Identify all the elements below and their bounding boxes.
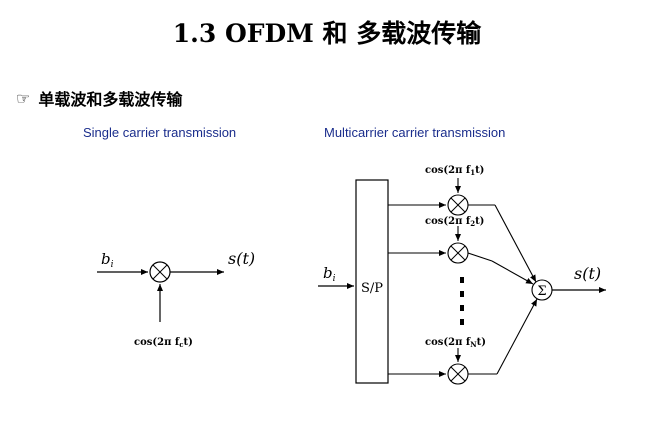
sum-symbol: Σ [537, 284, 546, 299]
single-carrier-label: cos(2π fct) [134, 337, 193, 349]
bullet-line: ☞ 单载波和多载波传输 [16, 86, 182, 110]
pointing-hand-icon: ☞ [16, 88, 31, 108]
single-output-label: s(t) [228, 249, 255, 268]
page-title: 1.3 OFDM 和 多载波传输 [172, 19, 482, 48]
single-input-label: bi [101, 250, 114, 270]
single-multiplier [149, 261, 171, 283]
multi-output-label: s(t) [574, 264, 601, 283]
multiplier-2 [447, 242, 469, 264]
bullet-text: 单载波和多载波传输 [38, 90, 183, 109]
summation-node: Σ [531, 279, 553, 301]
multicarrier-diagram: S/P bi cos(2π f1t) cos(2π f2t) [318, 165, 606, 385]
single-carrier-caption: Single carrier transmission [83, 125, 237, 140]
multiplier-n [447, 363, 469, 385]
serial-to-parallel-block [355, 179, 389, 384]
ellipsis-dots [460, 277, 464, 325]
multicarrier-caption: Multicarrier carrier transmission [324, 125, 506, 140]
single-carrier-diagram: bi s(t) cos(2π fct) [97, 249, 255, 349]
carrier-n-label: cos(2π fNt) [425, 337, 486, 349]
carrier-1-label: cos(2π f1t) [425, 165, 484, 177]
multi-input-label: bi [323, 264, 336, 284]
branch-2-out [467, 252, 493, 262]
multiplier-1 [447, 194, 469, 216]
branch-2-to-sum [491, 260, 534, 285]
branch-n-to-sum [496, 298, 538, 375]
branch-1-to-sum [494, 204, 537, 283]
sp-label: S/P [361, 281, 383, 296]
carrier-2-label: cos(2π f2t) [425, 216, 484, 228]
